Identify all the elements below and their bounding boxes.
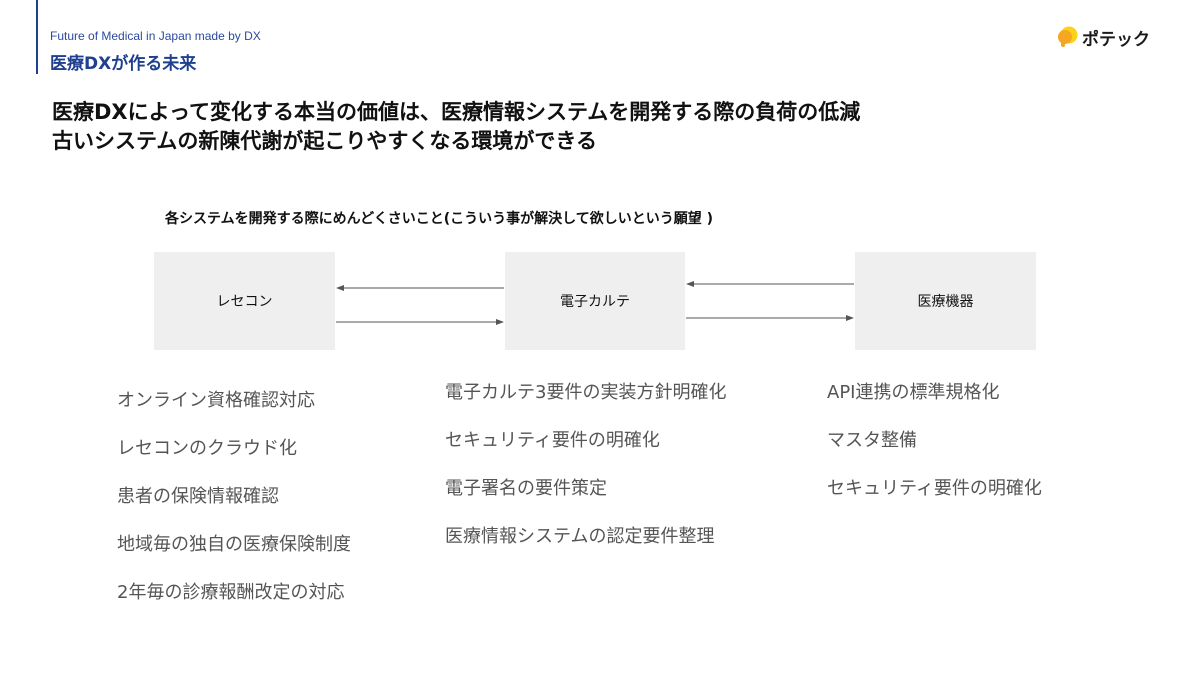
list-item: 地域毎の独自の医療保険制度 <box>117 534 351 555</box>
list-item: 電子カルテ3要件の実装方針明確化 <box>445 382 727 403</box>
medical-device-box: 医療機器 <box>855 252 1036 350</box>
brand-logo-text: ポテック <box>1082 29 1150 50</box>
list-item: オンライン資格確認対応 <box>117 390 315 411</box>
receipt-issues-list: オンライン資格確認対応 レセコンのクラウド化 患者の保険情報確認 地域毎の独自の… <box>117 389 351 629</box>
list-item: レセコンのクラウド化 <box>117 438 297 459</box>
diagram-caption: 各システムを開発する際にめんどくさいこと(こういう事が解決して欲しいという願望 … <box>165 211 713 227</box>
potech-logo-icon <box>1058 26 1078 47</box>
device-issues-list: API連携の標準規格化 マスタ整備 セキュリティ要件の明確化 <box>827 381 1042 525</box>
list-item: API連携の標準規格化 <box>827 382 1000 403</box>
list-item: 医療情報システムの認定要件整理 <box>445 526 715 547</box>
headline: 医療DXによって変化する本当の価値は、医療情報システムを開発する際の負荷の低減 … <box>52 98 860 156</box>
receipt-system-label: レセコン <box>216 294 273 310</box>
receipt-system-box: レセコン <box>154 252 335 350</box>
list-item: 患者の保険情報確認 <box>117 486 279 507</box>
list-item: セキュリティ要件の明確化 <box>445 430 660 451</box>
page-title: 医療DXが作る未来 <box>50 54 197 74</box>
emr-issues-list: 電子カルテ3要件の実装方針明確化 セキュリティ要件の明確化 電子署名の要件策定 … <box>445 381 726 573</box>
header-subtitle: Future of Medical in Japan made by DX <box>50 29 261 43</box>
list-item: 2年毎の診療報酬改定の対応 <box>117 582 345 603</box>
list-item: セキュリティ要件の明確化 <box>827 478 1042 499</box>
headline-line-2: 古いシステムの新陳代謝が起こりやすくなる環境ができる <box>52 129 597 153</box>
header-accent-rule <box>36 0 38 74</box>
emr-box: 電子カルテ <box>505 252 685 350</box>
emr-label: 電子カルテ <box>560 294 630 310</box>
medical-device-label: 医療機器 <box>917 294 974 310</box>
list-item: マスタ整備 <box>827 430 917 451</box>
headline-line-1: 医療DXによって変化する本当の価値は、医療情報システムを開発する際の負荷の低減 <box>52 100 861 124</box>
list-item: 電子署名の要件策定 <box>445 478 607 499</box>
brand-logo: ポテック <box>1056 24 1150 50</box>
